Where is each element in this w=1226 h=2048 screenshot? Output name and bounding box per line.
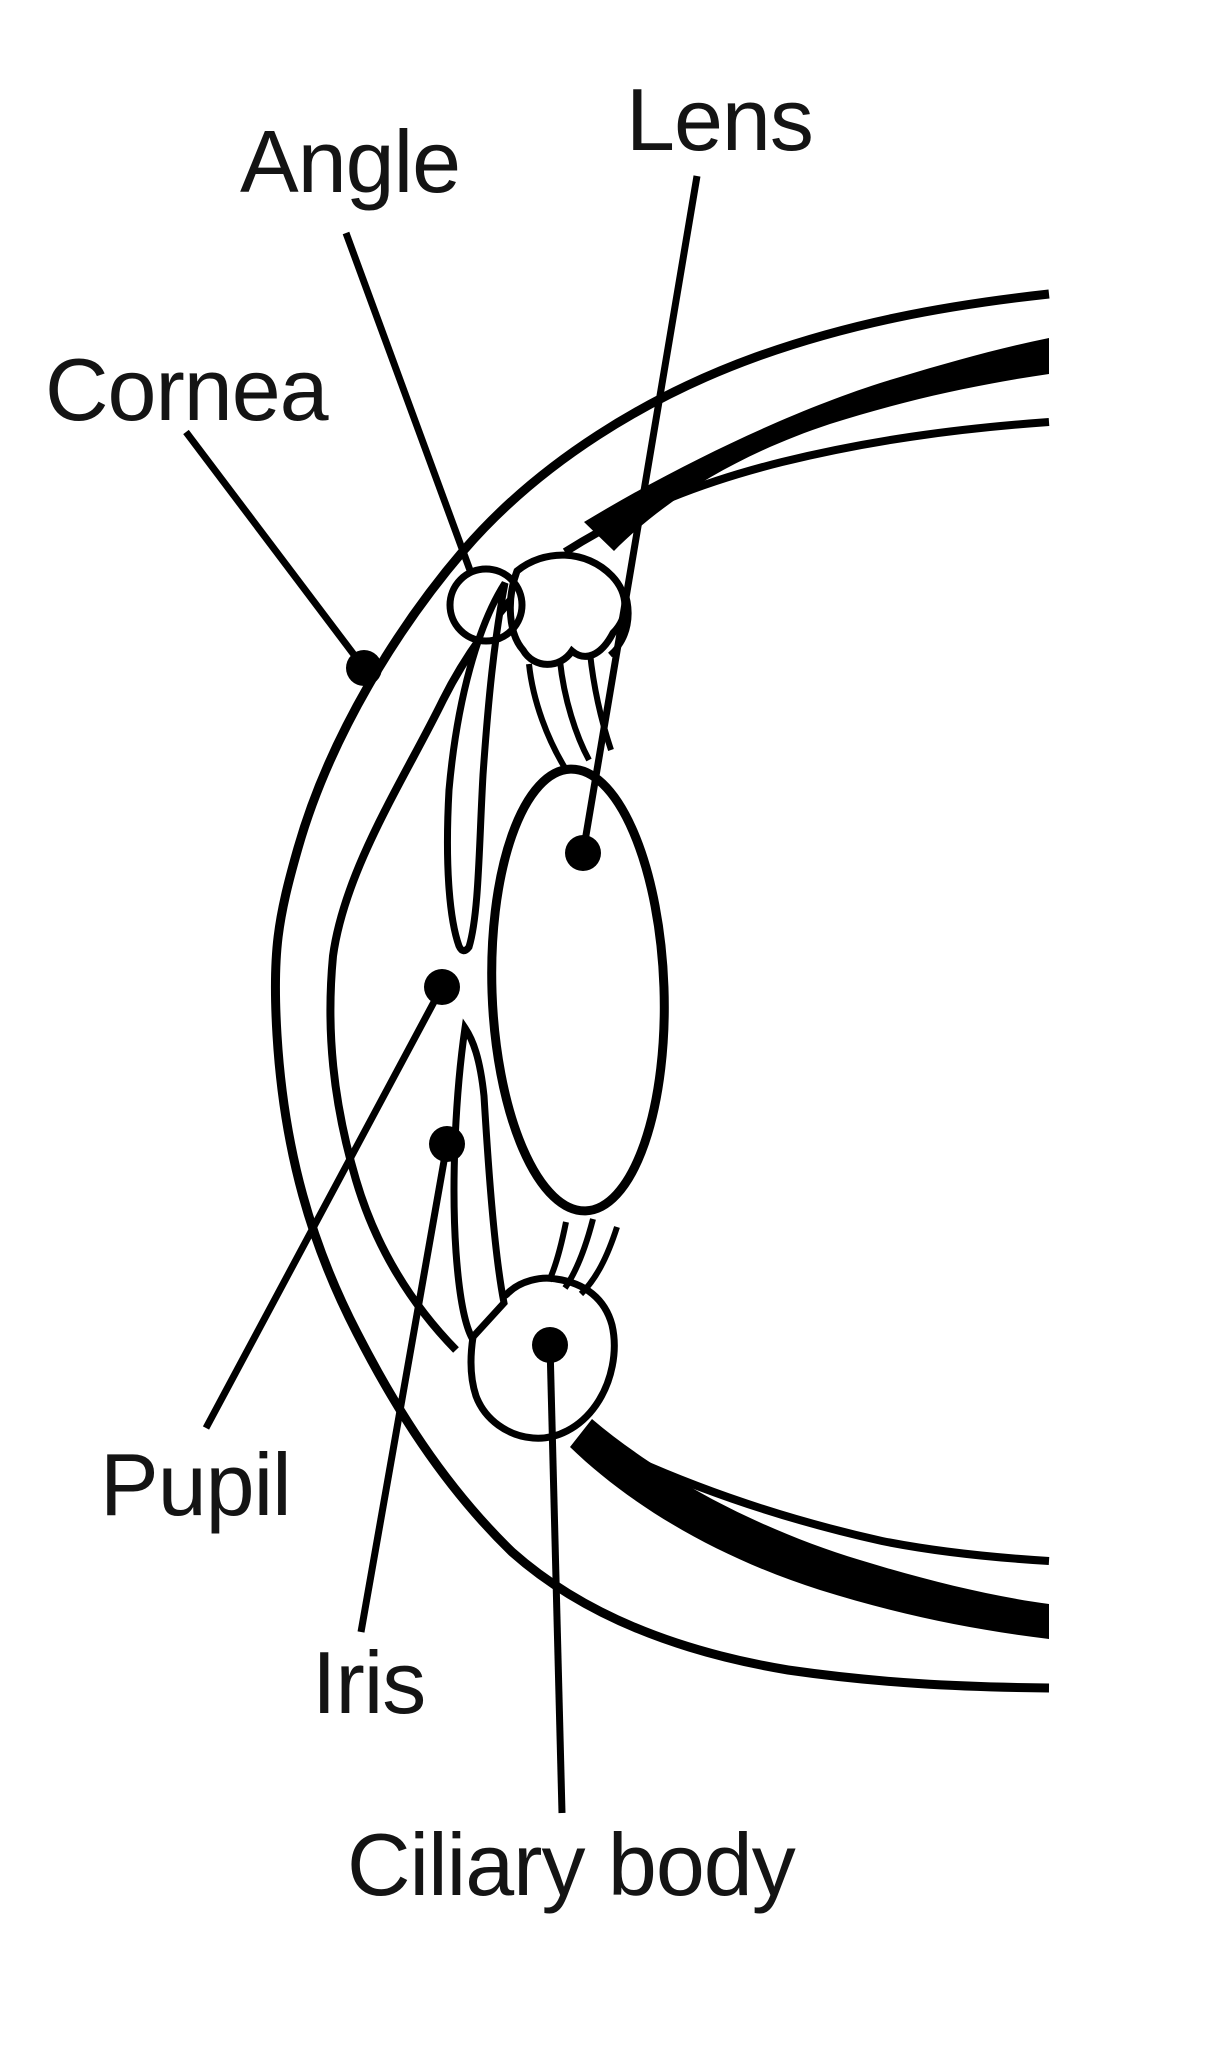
- cornea-label: Cornea: [45, 340, 329, 439]
- zonule-fibre: [546, 1221, 569, 1283]
- zonule-fibre: [562, 1218, 596, 1290]
- cornea-marker-dot: [346, 650, 382, 686]
- ciliary-leader-line: [546, 1344, 566, 1814]
- leader-lines: [183, 175, 701, 1814]
- eye-shell: [270, 289, 1050, 1693]
- ciliary-marker-dot: [532, 1327, 568, 1363]
- cornea-leader-line: [183, 429, 367, 671]
- zonules-top: [526, 652, 614, 770]
- zonule-fibre: [578, 1226, 620, 1297]
- zonule-fibre: [557, 660, 592, 762]
- lens-marker-dot: [565, 835, 601, 871]
- iris-shapes: [443, 581, 509, 1345]
- ciliary-body-label: Ciliary body: [347, 1815, 796, 1914]
- pupil-marker-dot: [424, 969, 460, 1005]
- choroid-band-bottom: [570, 1419, 1049, 1639]
- zonules-bottom: [546, 1218, 620, 1297]
- lens-shape: [487, 764, 669, 1216]
- iris-upper-leaf: [443, 581, 509, 955]
- lens-leader-line: [579, 175, 701, 854]
- choroid-band-top: [584, 338, 1049, 551]
- lens-label: Lens: [626, 70, 813, 169]
- angle-circle-marker: [446, 565, 526, 645]
- cornea-inner-outline: [326, 555, 556, 1353]
- sclera-inner-outline-bottom: [602, 1442, 1050, 1565]
- iris-marker-dot: [429, 1126, 465, 1162]
- zonule-fibre: [526, 663, 568, 770]
- pupil-leader-line: [202, 985, 446, 1430]
- iris-leader-line: [357, 1143, 451, 1633]
- pupil-label: Pupil: [100, 1435, 291, 1534]
- labels: Angle Lens Cornea Pupil Iris Ciliary bod…: [45, 70, 814, 1914]
- sclera-outer-outline: [270, 289, 1050, 1693]
- zonule-fibre: [587, 652, 614, 751]
- ciliary-body-upper: [506, 551, 629, 668]
- angle-label: Angle: [240, 112, 460, 211]
- iris-label: Iris: [312, 1633, 425, 1732]
- marker-dots: [346, 650, 601, 1363]
- angle-leader-line: [342, 231, 475, 575]
